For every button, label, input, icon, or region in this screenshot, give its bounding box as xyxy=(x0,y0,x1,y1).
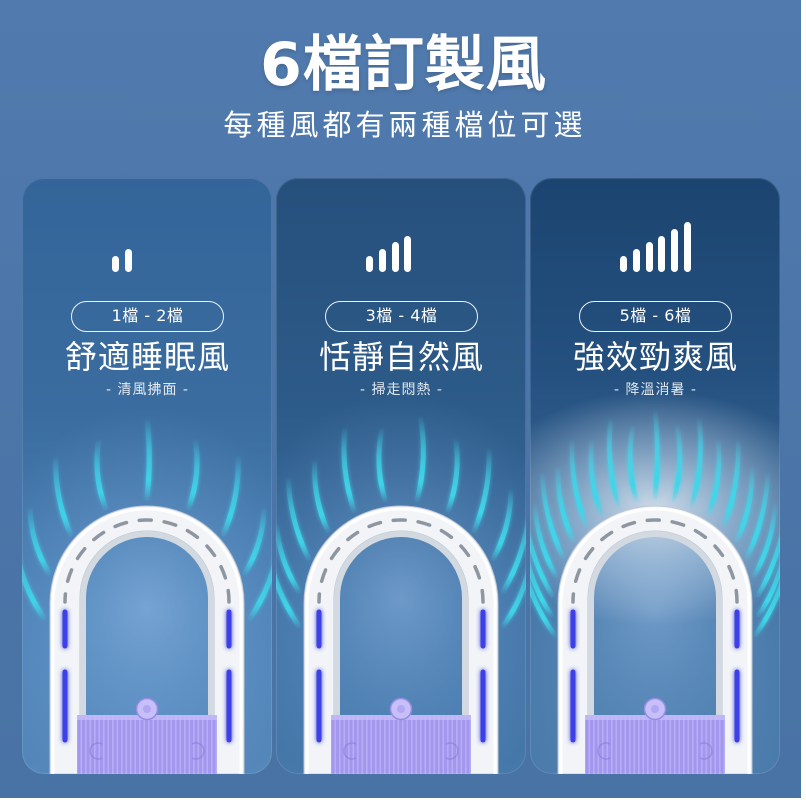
wind-line xyxy=(144,415,152,501)
wind-line xyxy=(472,445,492,533)
wind-line xyxy=(539,469,566,560)
signal-bar xyxy=(684,222,691,272)
signal-bar xyxy=(404,235,412,272)
wind-line xyxy=(689,415,703,508)
wind-line xyxy=(752,500,778,578)
wind-line xyxy=(607,415,621,508)
wind-line xyxy=(555,463,576,543)
wind-line xyxy=(588,436,604,517)
wind-line xyxy=(530,561,554,618)
wind-line xyxy=(221,452,241,537)
mode-name: 強效勁爽風 xyxy=(572,338,738,376)
wind-line xyxy=(376,424,388,502)
wind-line xyxy=(530,581,557,637)
wind-line xyxy=(248,564,272,621)
wind-lines xyxy=(530,407,780,637)
wind-line xyxy=(756,532,780,598)
wind-line xyxy=(706,436,722,517)
signal-bars-icon xyxy=(366,222,438,272)
mode-tagline: - 降溫消暑 - xyxy=(613,382,697,398)
signal-bar xyxy=(671,228,679,272)
wind-line xyxy=(652,407,660,501)
mode-name: 舒適睡眠風 xyxy=(64,338,230,376)
signal-bar xyxy=(366,256,373,272)
wind-line xyxy=(721,436,741,528)
wind-line xyxy=(445,435,460,513)
wind-line xyxy=(671,421,683,503)
neck-fan-illustration xyxy=(530,390,780,774)
wind-line xyxy=(285,474,311,561)
wind-line xyxy=(491,485,514,561)
wind-line xyxy=(756,561,780,618)
mode-card-natural: 3檔 - 4檔 恬靜自然風 - 掃走悶熱 - xyxy=(276,178,526,774)
signal-bar xyxy=(620,256,627,272)
headline: 6檔訂製風 xyxy=(260,30,547,100)
wind-line xyxy=(627,421,639,503)
signal-bars-icon xyxy=(620,222,692,272)
wind-line xyxy=(753,581,780,637)
mode-tagline: - 清風拂面 - xyxy=(105,382,189,398)
neck-fan-illustration xyxy=(22,408,272,774)
mode-card-sleep: 1檔 - 2檔 舒適睡眠風 - 清風拂面 - xyxy=(22,178,272,774)
wind-line xyxy=(501,569,526,628)
wind-line xyxy=(53,452,73,537)
wind-line xyxy=(532,500,558,578)
wind-line xyxy=(276,519,301,594)
wind-line xyxy=(744,469,771,560)
neck-fan-illustration xyxy=(276,393,526,774)
level-range-badge: 1檔 - 2檔 xyxy=(71,301,224,332)
signal-bar xyxy=(124,249,132,272)
wind-line xyxy=(501,518,526,594)
mode-card-powerful: 5檔 - 6檔 強效勁爽風 - 降溫消暑 - xyxy=(530,178,780,774)
signal-bar xyxy=(378,249,386,272)
signal-bar xyxy=(645,242,653,272)
signal-bar xyxy=(391,242,399,272)
wind-lines xyxy=(22,415,272,621)
wind-line xyxy=(312,456,330,533)
wind-line xyxy=(186,436,200,510)
wind-line xyxy=(276,573,301,628)
mode-tagline: - 掃走悶熱 - xyxy=(359,382,443,398)
wind-line xyxy=(341,423,357,513)
wind-line xyxy=(94,436,108,510)
wind-line xyxy=(27,503,52,576)
signal-bar xyxy=(632,249,640,272)
wind-line xyxy=(734,463,755,543)
level-range-badge: 5檔 - 6檔 xyxy=(579,301,732,332)
wind-line xyxy=(569,436,589,528)
wind-line xyxy=(530,532,554,598)
wind-line xyxy=(22,564,46,621)
signal-bars-icon xyxy=(112,222,184,272)
wind-line xyxy=(414,412,426,502)
mode-name: 恬靜自然風 xyxy=(318,338,484,376)
signal-bar xyxy=(112,256,119,272)
wind-line xyxy=(242,503,267,576)
wind-lines xyxy=(276,412,526,628)
signal-bar xyxy=(658,235,666,272)
subheadline: 每種風都有兩種檔位可選 xyxy=(223,108,587,142)
level-range-badge: 3檔 - 4檔 xyxy=(325,301,478,332)
